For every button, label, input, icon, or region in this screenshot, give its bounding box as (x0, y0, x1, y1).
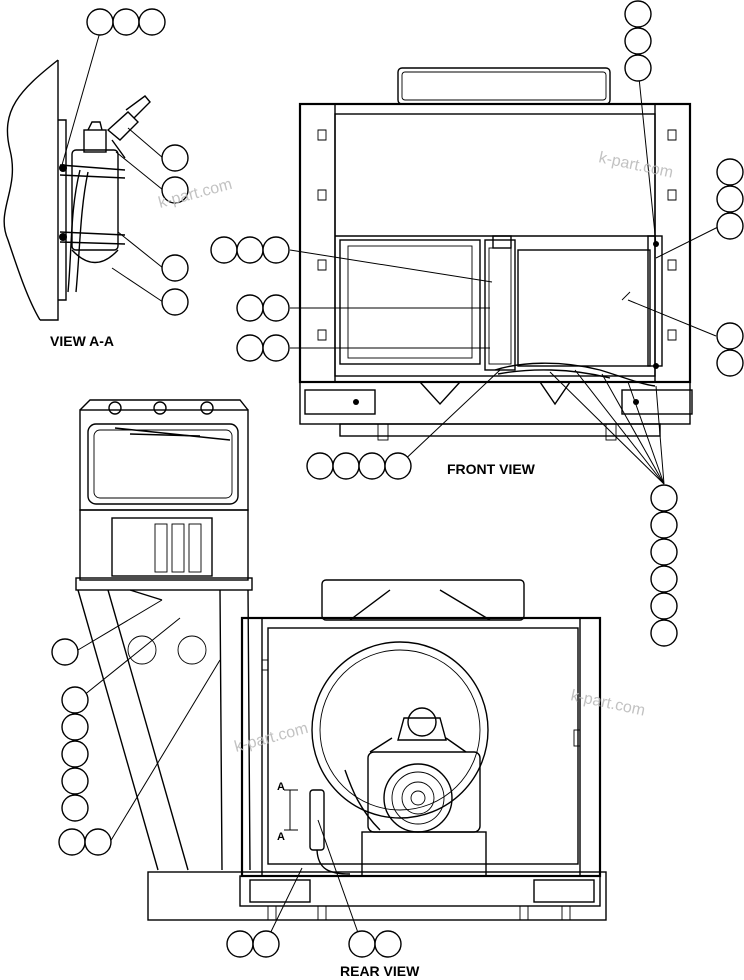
callout-bubble (138, 8, 166, 36)
view-aa-drawing (3, 59, 151, 321)
watermark: k-part.com (569, 687, 646, 719)
leader-lines (61, 31, 721, 945)
callout-bubble (650, 592, 678, 620)
callout-group-front-right-stack (716, 158, 744, 240)
callout-bubble (210, 236, 238, 264)
callout-group-aa-top (86, 8, 166, 36)
callout-bubble (226, 930, 254, 958)
callout-group-front-left-c (236, 334, 290, 362)
callout-group-front-left-b (236, 294, 290, 322)
callout-bubble (61, 794, 89, 822)
callout-group-rear-left-pair (58, 828, 112, 856)
callout-bubble (262, 334, 290, 362)
front-view-drawing (298, 67, 693, 441)
rear-view-drawing (147, 579, 607, 921)
callout-group-rear-bottom-mid (348, 930, 402, 958)
callout-bubble (61, 767, 89, 795)
callout-bubble (61, 686, 89, 714)
rear-view-label: REAR VIEW (340, 963, 420, 979)
callout-bubble (161, 144, 189, 172)
callout-bubble (716, 185, 744, 213)
callout-bubble (650, 484, 678, 512)
callout-bubble (716, 322, 744, 350)
callout-bubble (650, 511, 678, 539)
callout-bubble (716, 212, 744, 240)
callout-bubble (306, 452, 334, 480)
watermark: k-part.com (233, 720, 310, 756)
callout-bubble (58, 828, 86, 856)
section-marker-a-bottom: A (277, 831, 285, 843)
callout-bubble (161, 254, 189, 282)
section-marker-a-top: A (277, 781, 285, 793)
callout-bubble (112, 8, 140, 36)
callout-bubble (61, 713, 89, 741)
callout-bubble (650, 565, 678, 593)
front-view-label: FRONT VIEW (447, 461, 536, 477)
callout-group-rear-bottom-left (226, 930, 280, 958)
callout-bubble (262, 236, 290, 264)
watermark: k-part.com (597, 149, 674, 181)
callout-bubble (236, 294, 264, 322)
callout-bubble (236, 236, 264, 264)
callout-bubble (161, 176, 189, 204)
callout-bubble (624, 0, 652, 28)
callout-bubble (51, 638, 79, 666)
callout-bubble (61, 740, 89, 768)
view-aa-label: VIEW A-A (50, 333, 114, 349)
callout-bubble (84, 828, 112, 856)
callout-bubble (236, 334, 264, 362)
callout-bubble (650, 619, 678, 647)
callout-group-front-right-b (716, 322, 744, 377)
callout-bubble (348, 930, 376, 958)
callout-bubbles (51, 0, 744, 958)
callout-bubble (374, 930, 402, 958)
callout-group-front-top-right-stack (624, 0, 652, 82)
callout-bubble (384, 452, 412, 480)
callout-bubble (161, 288, 189, 316)
callout-group-rear-left-stack (61, 686, 89, 822)
callout-bubble (624, 27, 652, 55)
callout-bubble (262, 294, 290, 322)
callout-bubble (358, 452, 386, 480)
callout-bubble (716, 158, 744, 186)
callout-bubble (650, 538, 678, 566)
callout-bubble (332, 452, 360, 480)
callout-group-front-bottom-right-stack (650, 484, 678, 647)
rear-top-assembly (75, 399, 253, 871)
callout-group-front-bottom-row (306, 452, 412, 480)
callout-bubble (252, 930, 280, 958)
callout-bubble (86, 8, 114, 36)
callout-group-front-left-a (210, 236, 290, 264)
callout-bubble (716, 349, 744, 377)
callout-bubble (624, 54, 652, 82)
